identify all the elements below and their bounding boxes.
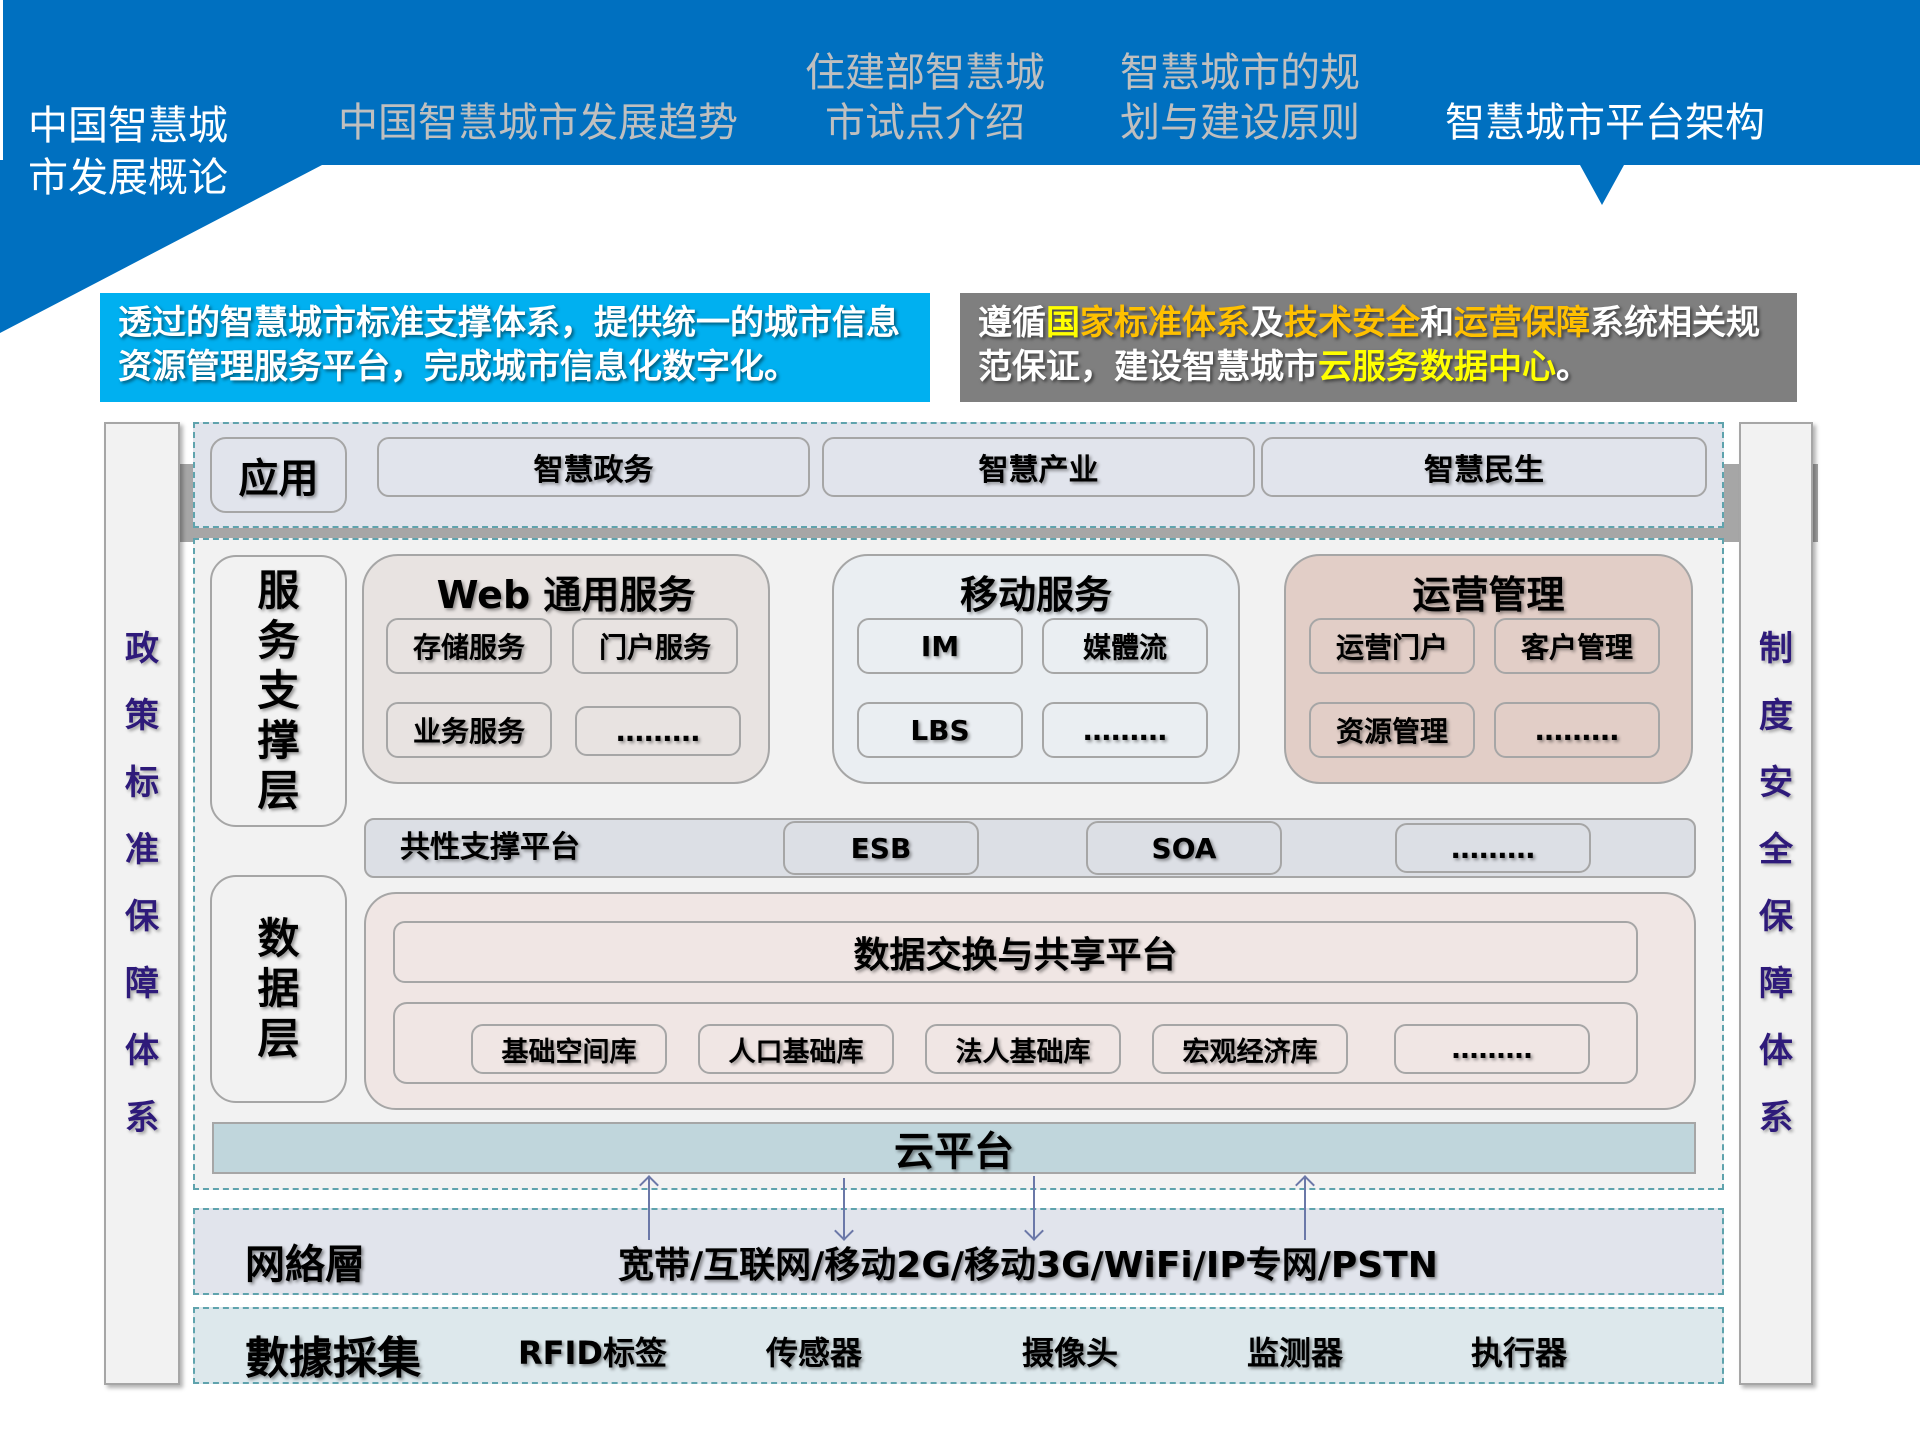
header-left-edge	[0, 0, 3, 160]
nav-section-overview[interactable]: 中国智慧城市发展概论	[28, 103, 228, 201]
side-char: 保	[125, 896, 159, 937]
side-char: 障	[125, 963, 159, 1004]
highlight-text: 国	[1046, 303, 1080, 343]
nav-planning-principles[interactable]: 智慧城市的规划与建设原则	[1120, 50, 1360, 146]
side-char: 政	[125, 628, 159, 669]
arrow-down-icon	[1033, 1176, 1035, 1240]
service-support-layer-label: 服 务 支 撑 层	[210, 555, 347, 827]
callout-text: 和	[1420, 303, 1454, 343]
arrow-up-icon	[648, 1176, 650, 1240]
service-storage[interactable]: 存储服务	[386, 618, 552, 674]
network-types: 宽带/互联网/移动2G/移动3G/WiFi/IP专网/PSTN	[618, 1245, 1438, 1286]
data-exchange-sharing-platform[interactable]: 数据交换与共享平台	[393, 921, 1638, 983]
side-char: 准	[125, 829, 159, 870]
callout-text: 系统相关规范保证，建设智慧城市	[978, 303, 1760, 387]
section-tab-shape	[0, 0, 330, 333]
side-char: 标	[125, 762, 159, 803]
db-spatial[interactable]: 基础空间库	[471, 1024, 667, 1074]
app-smart-industry[interactable]: 智慧产业	[822, 437, 1255, 497]
label-char: 层	[257, 1014, 300, 1063]
label-char: 支	[257, 666, 300, 715]
platform-esb[interactable]: ESB	[783, 821, 979, 875]
cloud-platform[interactable]: 云平台	[212, 1122, 1696, 1175]
callout-standard-support: 透过的智慧城市标准支撑体系，提供统一的城市信息资源管理服务平台，完成城市信息化数…	[100, 293, 930, 402]
label-char: 数	[257, 914, 300, 963]
label-char: 服	[257, 566, 300, 615]
app-smart-livelihood[interactable]: 智慧民生	[1261, 437, 1707, 497]
service-lbs[interactable]: LBS	[857, 702, 1023, 758]
label-char: 务	[257, 616, 300, 665]
collect-rfid: RFID标签	[518, 1334, 667, 1372]
arrow-up-icon	[1304, 1176, 1306, 1240]
service-more[interactable]: ………	[575, 706, 741, 756]
common-platform-label: 共性支撑平台	[400, 830, 580, 865]
institution-security-assurance-panel: 制 度 安 全 保 障 体 系	[1739, 422, 1813, 1385]
service-media-stream[interactable]: 媒體流	[1042, 618, 1208, 674]
service-portal[interactable]: 门户服务	[572, 618, 738, 674]
side-char: 体	[1759, 1030, 1793, 1071]
group-title: 移动服务	[959, 573, 1112, 617]
callout-text: 遵循	[978, 303, 1046, 343]
app-smart-government[interactable]: 智慧政务	[377, 437, 810, 497]
label-char: 撑	[257, 716, 300, 765]
label-char: 据	[257, 964, 300, 1013]
service-resource-management[interactable]: 资源管理	[1309, 702, 1475, 758]
callout-text: 及	[1250, 303, 1284, 343]
network-layer	[193, 1208, 1724, 1295]
nav-development-trend[interactable]: 中国智慧城市发展趋势	[338, 100, 738, 146]
service-im[interactable]: IM	[857, 618, 1023, 674]
service-ops-portal[interactable]: 运营门户	[1309, 618, 1475, 674]
data-layer-label: 数 据 层	[210, 875, 347, 1103]
policy-standard-assurance-panel: 政 策 标 准 保 障 体 系	[104, 422, 180, 1385]
service-business[interactable]: 业务服务	[386, 702, 552, 758]
highlight-cloud-service: 云服务数据中心	[1318, 347, 1556, 387]
side-char: 全	[1759, 829, 1793, 870]
collect-sensor: 传感器	[766, 1334, 863, 1372]
nav-platform-architecture[interactable]: 智慧城市平台架构	[1445, 100, 1765, 146]
side-char: 安	[1759, 762, 1793, 803]
callout-text: 。	[1556, 347, 1590, 387]
nav-pilot-intro[interactable]: 住建部智慧城市试点介绍	[805, 50, 1045, 146]
db-more[interactable]: ………	[1394, 1024, 1590, 1074]
highlight-national-standard: 家标准体系	[1080, 303, 1250, 343]
group-title: 运营管理	[1412, 573, 1565, 617]
label-char: 层	[257, 766, 300, 815]
side-char: 策	[125, 695, 159, 736]
db-population[interactable]: 人口基础库	[698, 1024, 894, 1074]
callout-cloud-data-center: 遵循国家标准体系及技术安全和运营保障系统相关规范保证，建设智慧城市云服务数据中心…	[960, 293, 1797, 402]
data-collection-label: 數據採集	[245, 1333, 421, 1384]
service-more[interactable]: ………	[1494, 702, 1660, 758]
side-char: 系	[125, 1097, 159, 1138]
application-layer-label: 应用	[210, 437, 347, 513]
side-char: 障	[1759, 963, 1793, 1004]
service-more[interactable]: ………	[1042, 702, 1208, 758]
network-layer-label: 网絡層	[245, 1242, 365, 1288]
platform-more[interactable]: ………	[1395, 823, 1591, 873]
group-title: Web 通用服务	[436, 573, 696, 617]
highlight-ops-assurance: 运营保障	[1454, 303, 1590, 343]
data-collection-layer	[193, 1307, 1724, 1384]
active-nav-pointer-icon	[1580, 165, 1624, 205]
collect-camera: 摄像头	[1022, 1334, 1119, 1372]
side-char: 系	[1759, 1097, 1793, 1138]
side-char: 制	[1759, 628, 1793, 669]
platform-soa[interactable]: SOA	[1086, 821, 1282, 875]
db-macro-economy[interactable]: 宏观经济库	[1152, 1024, 1348, 1074]
collect-monitor: 监测器	[1247, 1334, 1344, 1372]
side-char: 度	[1759, 695, 1793, 736]
collect-actuator: 执行器	[1471, 1334, 1568, 1372]
db-legal-entity[interactable]: 法人基础库	[925, 1024, 1121, 1074]
side-char: 保	[1759, 896, 1793, 937]
arrow-down-icon	[843, 1178, 845, 1240]
service-customer-management[interactable]: 客户管理	[1494, 618, 1660, 674]
side-char: 体	[125, 1030, 159, 1071]
highlight-tech-security: 技术安全	[1284, 303, 1420, 343]
